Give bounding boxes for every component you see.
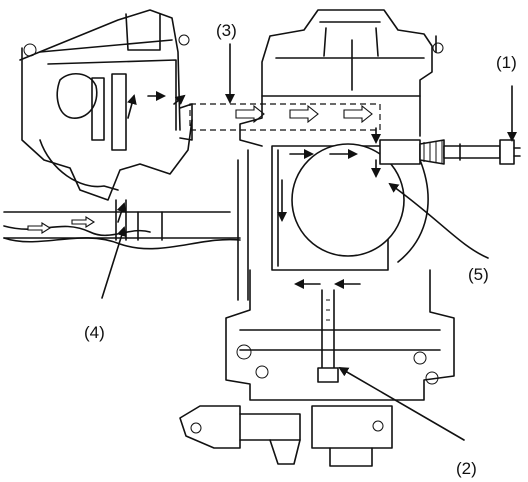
callout-1: (1) [496,53,517,72]
leader-lines [101,43,517,441]
float-chamber-cutaway [19,9,193,201]
carburetor-body [225,9,455,401]
callout-2: (2) [456,459,477,478]
callout-4: (4) [84,323,105,342]
bypass-passage [189,103,381,131]
callout-5: (5) [468,265,489,284]
pilot-screw [379,139,521,165]
callout-3: (3) [216,21,237,40]
air-passage-strip [3,199,241,250]
float-bowl-bottom [179,405,393,467]
